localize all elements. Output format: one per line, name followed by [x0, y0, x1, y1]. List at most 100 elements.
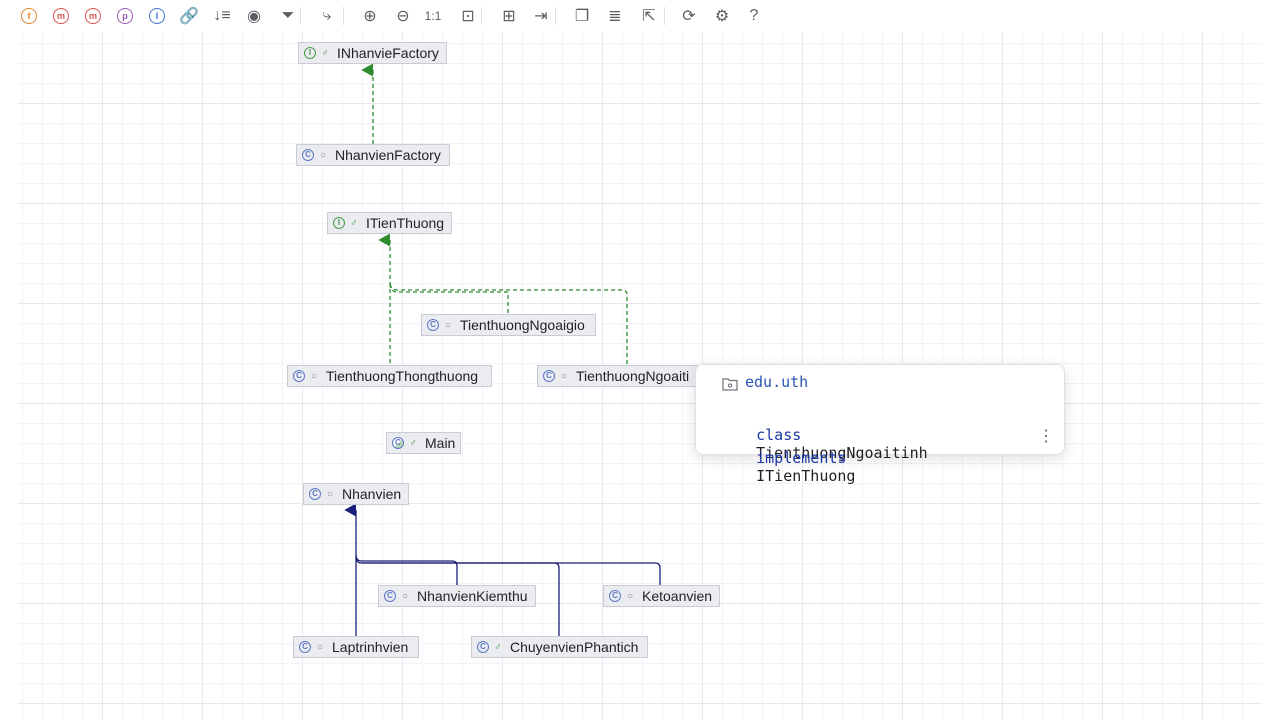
fields-filter-icon: f [21, 8, 37, 24]
fit-content-button[interactable]: ⊡ [456, 4, 480, 28]
inner-classes-filter-button[interactable]: I [145, 4, 169, 28]
node-label: Ketoanvien [642, 588, 713, 604]
toolbar-separator [343, 7, 344, 25]
more-options-icon[interactable]: ⋮ [1038, 428, 1054, 445]
methods-filter-button[interactable]: m [81, 4, 105, 28]
toolbar-separator [481, 7, 482, 25]
fit-content-icon: ⊡ [461, 8, 475, 25]
edge-kiemthu-extends [355, 554, 458, 585]
class-icon: C [299, 641, 311, 653]
package-modifier-icon: ○ [444, 319, 452, 331]
actual-size-icon: 1:1 [424, 9, 442, 23]
popup-implements-declaration: implements ITienThuong [720, 431, 855, 503]
class-icon: C [309, 488, 321, 500]
public-modifier-icon: ♂ [350, 217, 358, 229]
constructors-filter-button[interactable]: m [49, 4, 73, 28]
filter-button[interactable]: ⏷ [276, 4, 300, 28]
apply-layout-button[interactable]: ⇥ [529, 4, 553, 28]
node-tienthuongngoaigio[interactable]: C ○ TienthuongNgoaigio [421, 314, 596, 336]
interface-icon: I [304, 47, 316, 59]
zoom-out-button[interactable]: ⊖ [391, 4, 415, 28]
class-icon: C [543, 370, 555, 382]
actual-size-button[interactable]: 1:1 [421, 4, 445, 28]
constructors-filter-icon: m [53, 8, 69, 24]
node-itienthuong[interactable]: I ♂ ITienThuong [327, 212, 452, 234]
node-label: TienthuongNgoaigio [460, 317, 585, 333]
diagram-canvas[interactable]: I ♂ INhanvieFactory C ○ NhanvienFactory … [18, 32, 1262, 720]
dependencies-button[interactable]: 🔗 [177, 4, 201, 28]
edge-ngoaitinh-implements [389, 281, 628, 364]
node-nhanvienfactory[interactable]: C ○ NhanvienFactory [296, 144, 450, 166]
popup-package-name[interactable]: edu.uth [745, 373, 809, 391]
node-label: NhanvienKiemthu [417, 588, 528, 604]
class-icon: C [477, 641, 489, 653]
class-icon: C [302, 149, 314, 161]
settings-button[interactable]: ⚙ [710, 4, 734, 28]
refresh-button[interactable]: ⟳ [677, 4, 701, 28]
public-modifier-icon: ♂ [321, 47, 329, 59]
copy-diagram-button[interactable]: ❐ [570, 4, 594, 28]
node-label: ChuyenvienPhantich [510, 639, 639, 655]
class-icon: C [427, 319, 439, 331]
toolbar-separator [555, 7, 556, 25]
node-laptrinhvien[interactable]: C ○ Laptrinhvien [293, 636, 419, 658]
edge-routing-button[interactable]: ⤷ [315, 4, 339, 28]
node-tienthuongngoaitinh[interactable]: C ○ TienthuongNgoaiti [537, 365, 707, 387]
inner-classes-filter-icon: I [149, 8, 165, 24]
filter-icon: ⏷ [281, 7, 295, 24]
package-modifier-icon: ○ [401, 590, 409, 602]
properties-filter-icon: p [117, 8, 133, 24]
export-icon: ⇱ [642, 8, 656, 25]
popup-class-name: TienthuongNgoaitinh [756, 444, 928, 462]
node-label: TienthuongNgoaiti [576, 368, 690, 384]
popup-class-declaration: class TienthuongNgoaitinh [720, 408, 928, 480]
node-label: Main [425, 435, 456, 451]
layout-icon: ⊞ [502, 8, 516, 25]
node-label: TienthuongThongthuong [326, 368, 479, 384]
node-label: Nhanvien [342, 486, 402, 502]
apply-layout-icon: ⇥ [534, 8, 548, 25]
popup-keyword-class: class [756, 426, 802, 444]
toolbar-separator [300, 7, 301, 25]
edge-ketoanvien-extends [362, 562, 661, 585]
package-modifier-icon: ○ [310, 370, 318, 382]
popup-keyword-implements: implements [756, 449, 847, 467]
node-nhanvien[interactable]: C ○ Nhanvien [303, 483, 409, 505]
node-tienthuongthongthuong[interactable]: C ○ TienthuongThongthuong [287, 365, 492, 387]
fields-filter-button[interactable]: f [17, 4, 41, 28]
class-icon: C [609, 590, 621, 602]
layout-button[interactable]: ⊞ [497, 4, 521, 28]
zoom-out-icon: ⊖ [396, 8, 410, 25]
interface-icon: I [333, 217, 345, 229]
public-modifier-icon: ♂ [494, 641, 502, 653]
class-icon: C [384, 590, 396, 602]
sort-button[interactable]: ↓≡ [210, 4, 234, 28]
public-modifier-icon: ♂ [409, 437, 417, 449]
settings-icon: ⚙ [714, 8, 730, 25]
node-label: INhanvieFactory [337, 45, 439, 61]
node-nhanvienkiemthu[interactable]: C ○ NhanvienKiemthu [378, 585, 536, 607]
node-chuyenvienphantich[interactable]: C ♂ ChuyenvienPhantich [471, 636, 648, 658]
node-ketoanvien[interactable]: C ○ Ketoanvien [603, 585, 720, 607]
methods-filter-icon: m [85, 8, 101, 24]
dependencies-icon: 🔗 [179, 8, 199, 25]
edge-ngoaigio-implements [389, 283, 509, 313]
left-margin [0, 32, 18, 720]
popup-interface-name[interactable]: ITienThuong [756, 467, 856, 485]
sort-icon: ↓≡ [213, 7, 231, 24]
right-margin [1262, 32, 1280, 720]
properties-filter-button[interactable]: p [113, 4, 137, 28]
copy-diagram-icon: ❐ [574, 8, 590, 25]
refresh-icon: ⟳ [682, 8, 696, 25]
help-button[interactable]: ? [742, 4, 766, 28]
node-inhanviefactory[interactable]: I ♂ INhanvieFactory [298, 42, 447, 64]
zoom-in-button[interactable]: ⊕ [358, 4, 382, 28]
node-main[interactable]: C ♂ Main [386, 432, 461, 454]
toolbar-separator [664, 7, 665, 25]
diagram-edges [344, 63, 661, 636]
package-modifier-icon: ○ [326, 488, 334, 500]
zoom-in-icon: ⊕ [363, 8, 377, 25]
show-structure-button[interactable]: ≣ [603, 4, 627, 28]
export-button[interactable]: ⇱ [637, 4, 661, 28]
visibility-button[interactable]: ◉ [242, 4, 266, 28]
